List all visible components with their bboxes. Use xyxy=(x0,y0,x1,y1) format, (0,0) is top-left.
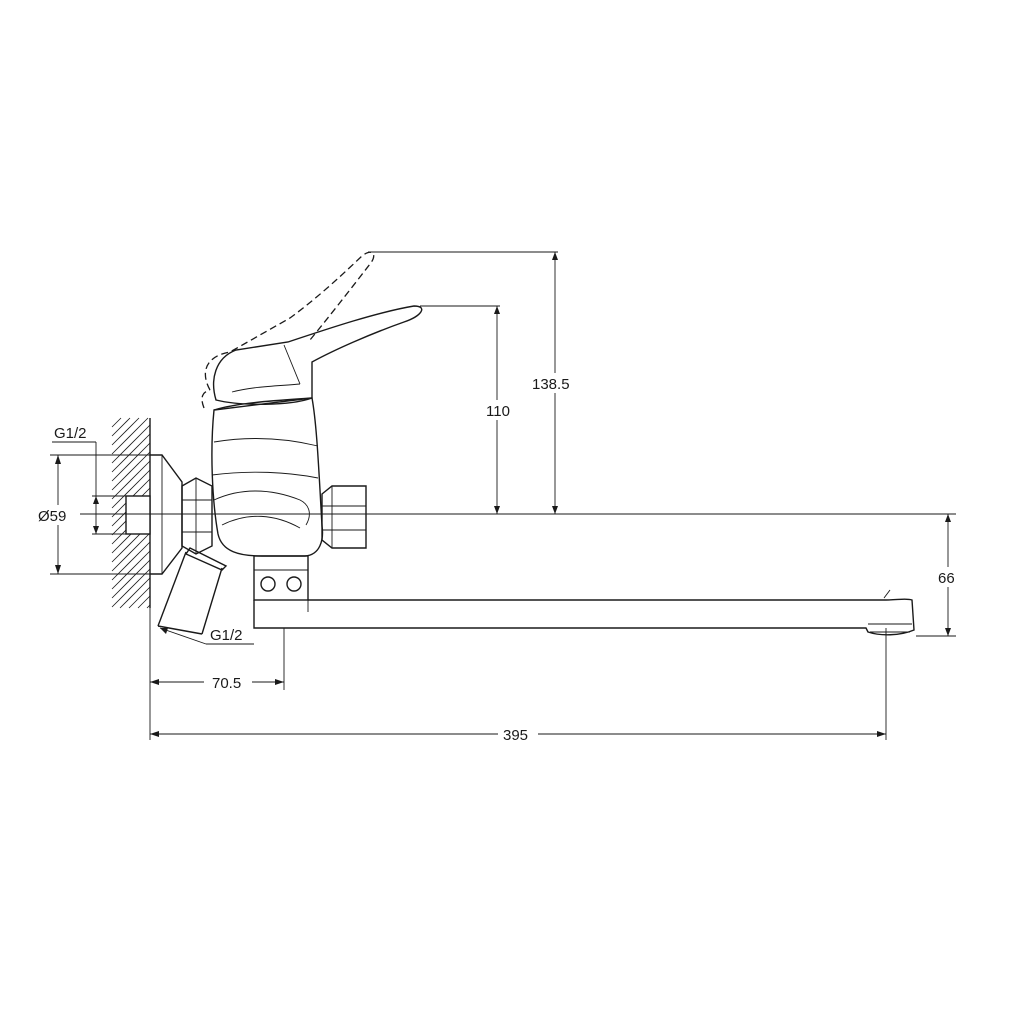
spout-connector-nut xyxy=(321,485,367,549)
wall-hatch-line xyxy=(111,417,140,446)
wall-hatch-line xyxy=(119,577,151,609)
dimension-wall-to-axis: 70.5 xyxy=(149,608,285,740)
wall-hatch-line xyxy=(111,460,151,500)
lever-height-label: 110 xyxy=(486,403,510,420)
lever-handle xyxy=(212,305,423,405)
inlet-pipe-mask xyxy=(126,496,150,534)
wall-hatch-line xyxy=(128,586,151,609)
spout xyxy=(284,589,915,636)
dimension-inlet-top: G1/2 xyxy=(52,425,126,535)
dimension-inlet-bottom: G1/2 xyxy=(159,627,254,645)
dimension-diameter: Ø59 xyxy=(36,454,160,575)
inlet-thread-bottom-label: G1/2 xyxy=(210,627,243,644)
wall-hatch-line xyxy=(111,568,151,608)
wall-hatch-line xyxy=(111,532,151,572)
dimension-lever-height-raised: 138.5 xyxy=(368,251,582,514)
wall-to-axis-label: 70.5 xyxy=(212,675,241,692)
wall-hatch-line xyxy=(111,417,131,437)
wall-hatch-line xyxy=(111,451,151,491)
inlet-pipe xyxy=(125,495,151,535)
wall-hatch-line xyxy=(111,442,151,482)
wall-section xyxy=(111,417,151,609)
wall-hatch-line xyxy=(111,424,151,464)
wall-hatch-line xyxy=(137,595,151,609)
inlet-thread-top-label: G1/2 xyxy=(54,425,87,442)
hex-nut xyxy=(181,477,213,555)
dimension-total-reach: 395 xyxy=(150,628,887,744)
wall-hatch-line xyxy=(146,604,151,609)
total-reach-label: 395 xyxy=(503,727,528,744)
lever-handle-raised xyxy=(201,251,375,409)
wall-flange xyxy=(150,454,183,575)
wall-hatch-line xyxy=(111,559,151,599)
bottom-inlet-pipe xyxy=(157,547,228,635)
wall-hatch-line xyxy=(111,433,151,473)
mixer-body xyxy=(211,397,324,557)
wall-hatch-line xyxy=(111,417,122,428)
spout-swivel xyxy=(253,555,309,629)
lever-height-raised-label: 138.5 xyxy=(532,376,570,393)
dimension-spout-height: 66 xyxy=(916,514,964,637)
wall-hatch-line xyxy=(111,469,151,509)
wall-hatch-line xyxy=(111,550,151,590)
diameter-label: Ø59 xyxy=(38,508,66,525)
wall-hatch-line xyxy=(111,417,149,455)
spout-height-label: 66 xyxy=(938,570,955,587)
dimension-lever-height: 110 xyxy=(420,305,518,514)
